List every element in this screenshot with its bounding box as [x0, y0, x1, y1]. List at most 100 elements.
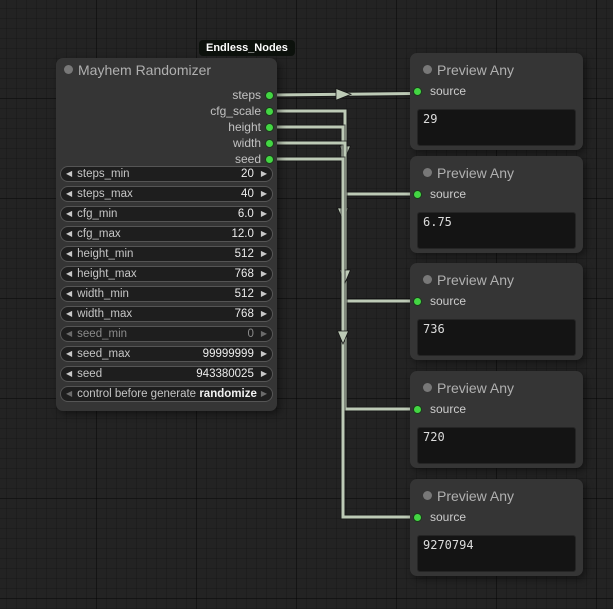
- decrement-arrow-icon[interactable]: ◀: [66, 309, 73, 318]
- decrement-arrow-icon[interactable]: ◀: [66, 289, 73, 298]
- wire-steps: [271, 87, 416, 101]
- node-preview-any[interactable]: Preview Any source 9270794: [410, 479, 583, 576]
- collapse-dot-icon[interactable]: [423, 383, 432, 392]
- collapse-dot-icon[interactable]: [423, 275, 432, 284]
- widget-row[interactable]: ◀ height_min 512 ▶: [60, 246, 273, 262]
- preview-value-textarea[interactable]: 6.75: [417, 212, 576, 249]
- increment-arrow-icon[interactable]: ▶: [260, 309, 267, 318]
- widget-row[interactable]: ◀ seed 943380025 ▶: [60, 366, 273, 382]
- output-port-icon[interactable]: [265, 90, 274, 100]
- widget-label: height_max: [77, 268, 137, 280]
- decrement-arrow-icon[interactable]: ◀: [66, 269, 73, 278]
- node-preview-any[interactable]: Preview Any source 6.75: [410, 156, 583, 253]
- input-slot-label: source: [430, 187, 467, 201]
- output-port-icon[interactable]: [265, 154, 274, 164]
- decrement-arrow-icon[interactable]: ◀: [66, 189, 73, 198]
- wire-seed: [272, 156, 415, 520]
- decrement-arrow-icon[interactable]: ◀: [66, 389, 73, 398]
- output-slot-label: seed: [234, 152, 261, 166]
- node-title: Mayhem Randomizer: [78, 62, 212, 78]
- increment-arrow-icon[interactable]: ▶: [260, 369, 267, 378]
- widget-row[interactable]: ◀ steps_min 20 ▶: [60, 166, 273, 182]
- widget-label: width_min: [77, 288, 129, 300]
- decrement-arrow-icon[interactable]: ◀: [66, 329, 73, 338]
- widget-label: steps_max: [77, 188, 133, 200]
- increment-arrow-icon[interactable]: ▶: [260, 189, 267, 198]
- input-port-icon[interactable]: [412, 86, 422, 96]
- widget-value: 943380025: [196, 368, 254, 380]
- increment-arrow-icon[interactable]: ▶: [260, 329, 267, 338]
- wire-arrow-right-icon: [335, 87, 353, 101]
- node-title: Preview Any: [437, 165, 515, 181]
- increment-arrow-icon[interactable]: ▶: [260, 169, 267, 178]
- increment-arrow-icon[interactable]: ▶: [260, 349, 267, 358]
- input-slot-label: source: [430, 510, 467, 524]
- input-slot-label: source: [430, 402, 467, 416]
- preview-value-textarea[interactable]: 720: [417, 427, 576, 464]
- input-port-icon[interactable]: [412, 404, 422, 414]
- node-title: Preview Any: [437, 380, 515, 396]
- widget-value: 99999999: [202, 348, 254, 360]
- input-slot-label: source: [430, 84, 467, 98]
- preview-value-textarea[interactable]: 9270794: [417, 535, 576, 572]
- decrement-arrow-icon[interactable]: ◀: [66, 169, 73, 178]
- output-port-icon[interactable]: [265, 122, 274, 132]
- preview-value-textarea[interactable]: 736: [417, 319, 576, 356]
- widget-label: seed_max: [77, 348, 131, 360]
- increment-arrow-icon[interactable]: ▶: [260, 209, 267, 218]
- output-slot: width: [56, 135, 277, 151]
- widget-value: 512: [234, 288, 254, 300]
- widget-row[interactable]: ◀ steps_max 40 ▶: [60, 186, 273, 202]
- widget-label: seed: [77, 368, 103, 380]
- widget-row[interactable]: ◀ width_min 512 ▶: [60, 286, 273, 302]
- output-slot: cfg_scale: [56, 103, 277, 119]
- widget-value: 0: [247, 328, 254, 340]
- decrement-arrow-icon[interactable]: ◀: [66, 369, 73, 378]
- widget-row[interactable]: ◀ cfg_min 6.0 ▶: [60, 206, 273, 222]
- widget-value: 512: [234, 248, 254, 260]
- widget-row[interactable]: ◀ cfg_max 12.0 ▶: [60, 226, 273, 242]
- output-slot: steps: [56, 87, 277, 103]
- decrement-arrow-icon[interactable]: ◀: [66, 209, 73, 218]
- widget-value: 768: [234, 308, 254, 320]
- widget-value: 768: [234, 268, 254, 280]
- increment-arrow-icon[interactable]: ▶: [260, 289, 267, 298]
- widget-row[interactable]: ◀ height_max 768 ▶: [60, 266, 273, 282]
- widget-row[interactable]: ◀ seed_min 0 ▶: [60, 326, 273, 342]
- input-slot-label: source: [430, 294, 467, 308]
- collapse-dot-icon[interactable]: [423, 168, 432, 177]
- widget-label: control before generate: [77, 388, 197, 400]
- node-preview-any[interactable]: Preview Any source 720: [410, 371, 583, 468]
- widget-row[interactable]: ◀ control before generate randomize ▶: [60, 386, 273, 402]
- input-port-icon[interactable]: [412, 189, 422, 199]
- decrement-arrow-icon[interactable]: ◀: [66, 349, 73, 358]
- widget-label: cfg_min: [77, 208, 118, 220]
- widget-label: height_min: [77, 248, 134, 260]
- collapse-dot-icon[interactable]: [64, 65, 73, 74]
- increment-arrow-icon[interactable]: ▶: [260, 249, 267, 258]
- decrement-arrow-icon[interactable]: ◀: [66, 229, 73, 238]
- collapse-dot-icon[interactable]: [423, 65, 432, 74]
- widget-list: ◀ steps_min 20 ▶ ◀ steps_max 40 ▶ ◀ cfg_…: [60, 166, 273, 406]
- wire-arrow-down-icon: [336, 330, 350, 346]
- widget-row[interactable]: ◀ width_max 768 ▶: [60, 306, 273, 322]
- input-port-icon[interactable]: [412, 296, 422, 306]
- node-preview-any[interactable]: Preview Any source 736: [410, 263, 583, 360]
- input-port-icon[interactable]: [412, 512, 422, 522]
- decrement-arrow-icon[interactable]: ◀: [66, 249, 73, 258]
- node-preview-any[interactable]: Preview Any source 29: [410, 53, 583, 150]
- node-mayhem-randomizer[interactable]: Mayhem Randomizer steps cfg_scale height…: [56, 58, 277, 411]
- increment-arrow-icon[interactable]: ▶: [260, 269, 267, 278]
- increment-arrow-icon[interactable]: ▶: [260, 229, 267, 238]
- widget-row[interactable]: ◀ seed_max 99999999 ▶: [60, 346, 273, 362]
- widget-value: 20: [241, 168, 254, 180]
- output-port-icon[interactable]: [265, 106, 274, 116]
- output-slot-label: width: [232, 136, 261, 150]
- preview-value-textarea[interactable]: 29: [417, 109, 576, 146]
- increment-arrow-icon[interactable]: ▶: [260, 389, 267, 398]
- widget-value: 6.0: [237, 208, 254, 220]
- output-port-icon[interactable]: [265, 138, 274, 148]
- node-title: Preview Any: [437, 488, 515, 504]
- collapse-dot-icon[interactable]: [423, 491, 432, 500]
